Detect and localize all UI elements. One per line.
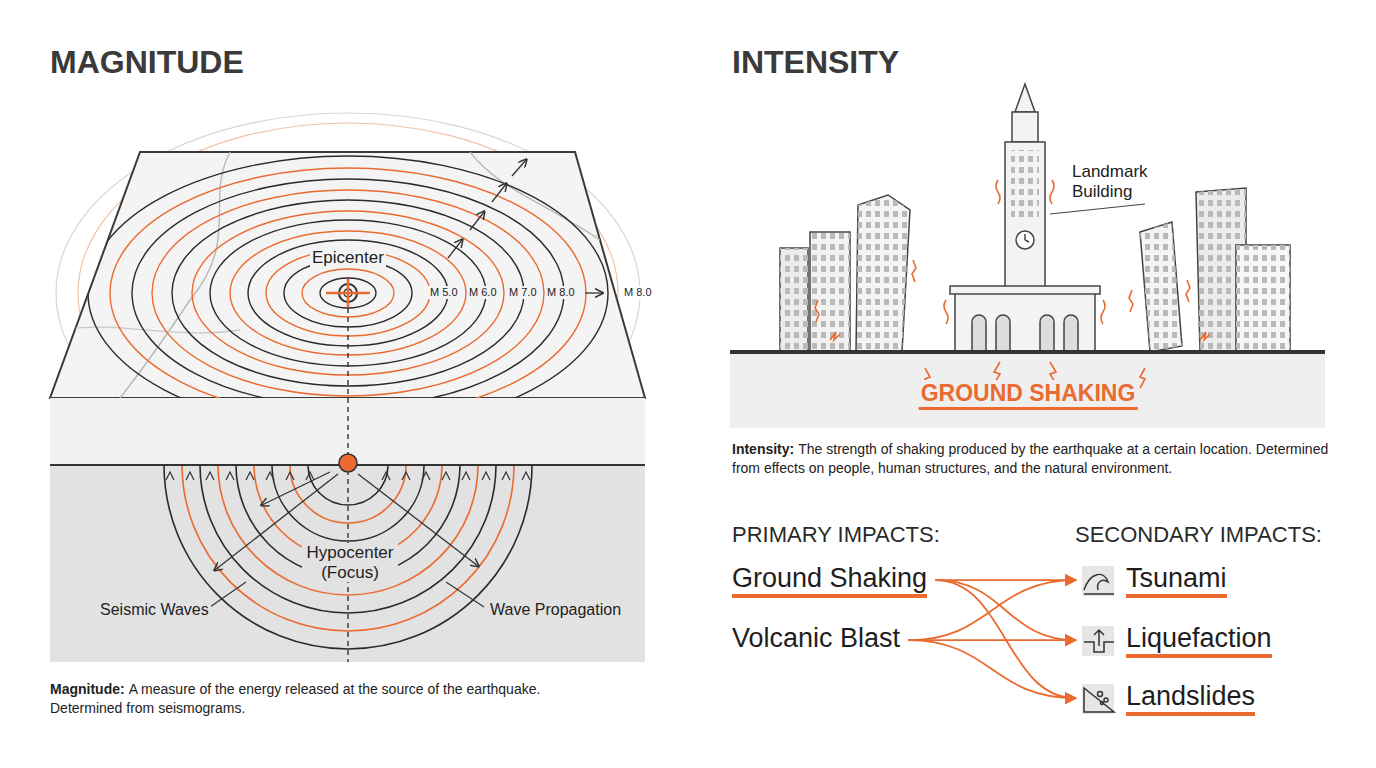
- magnitude-ring-label: M 8.0: [545, 286, 577, 299]
- impact-connector: [908, 640, 1076, 698]
- impact-connector: [935, 580, 1076, 698]
- primary-impact: Ground Shaking: [730, 562, 935, 598]
- impact-text: Landslides: [1126, 680, 1255, 716]
- definition-text: The strength of shaking produced by the …: [732, 441, 1328, 476]
- impact-text: Liquefaction: [1126, 622, 1272, 658]
- impact-connector: [908, 580, 1076, 640]
- secondary-impact: Liquefaction: [1076, 622, 1274, 658]
- impact-connector: [908, 639, 1076, 641]
- hypocenter-dot: [339, 454, 357, 472]
- ground-shaking-label: GROUND SHAKING: [919, 380, 1138, 410]
- section-title: INTENSITY: [732, 44, 899, 81]
- primary-impact: Volcanic Blast: [730, 622, 908, 658]
- earth-section: [50, 308, 645, 662]
- secondary-impact: Tsunami: [1076, 562, 1229, 598]
- city-skyline: [730, 84, 1325, 428]
- definition-paragraph: Intensity:The strength of shaking produc…: [732, 440, 1332, 478]
- column-heading: SECONDARY IMPACTS:: [1075, 522, 1322, 547]
- epicenter-marker: [326, 279, 370, 307]
- magnitude-ring-label: M 7.0: [507, 286, 539, 299]
- leader-label: Seismic Waves: [98, 601, 211, 619]
- clock-tower: [950, 84, 1100, 352]
- magnitude-ring-label: M 6.0: [467, 286, 499, 299]
- epicenter-label: Epicenter: [310, 248, 386, 268]
- impact-icons: [1082, 566, 1114, 714]
- section-title: MAGNITUDE: [50, 44, 244, 81]
- secondary-impact: Landslides: [1076, 680, 1257, 716]
- impact-text: Ground Shaking: [732, 562, 927, 598]
- column-heading: PRIMARY IMPACTS:: [732, 522, 940, 547]
- impact-text: Tsunami: [1126, 562, 1227, 598]
- magnitude-ring-label: M 5.0: [428, 286, 460, 299]
- leader-label: Wave Propagation: [488, 601, 623, 619]
- definition-term: Magnitude:: [50, 681, 125, 697]
- definition-paragraph: Magnitude:A measure of the energy releas…: [50, 680, 610, 718]
- definition-term: Intensity:: [732, 441, 794, 457]
- impact-text: Volcanic Blast: [732, 622, 900, 658]
- hypocenter-label: Hypocenter (Focus): [302, 543, 398, 582]
- magnitude-ring-label: M 8.0: [622, 286, 654, 299]
- callout-label: Landmark Building: [1070, 162, 1164, 201]
